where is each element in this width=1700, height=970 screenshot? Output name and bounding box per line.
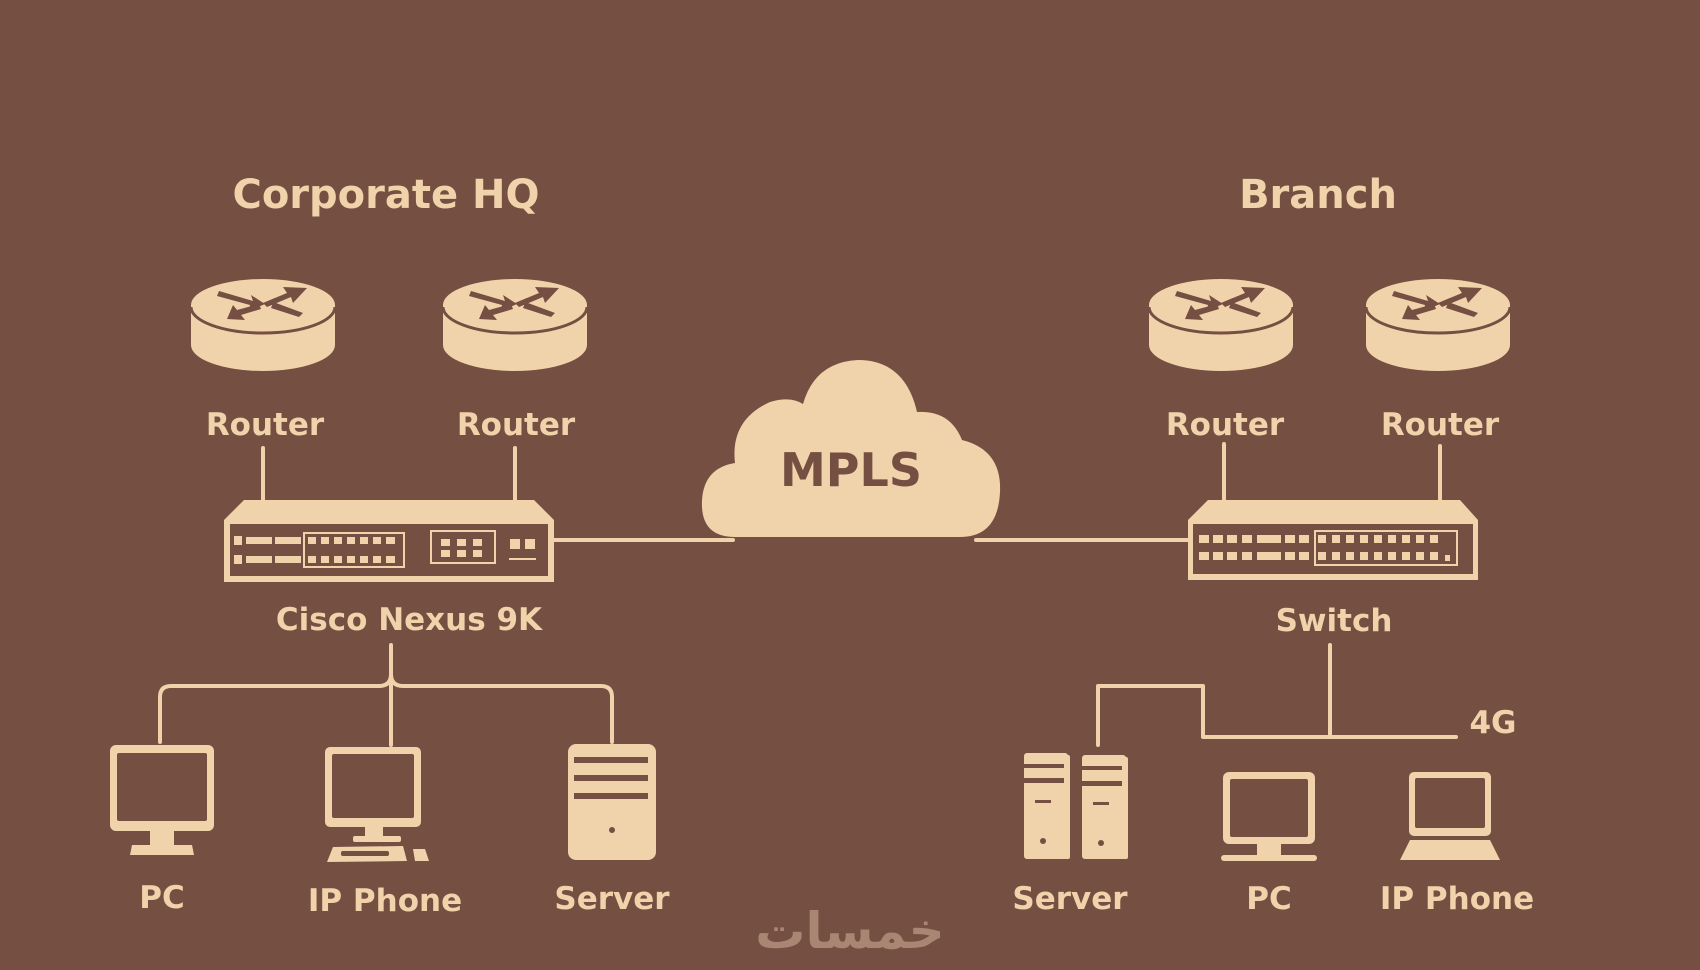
branch-uplink-label: 4G	[1469, 705, 1516, 741]
branch-switch-label: Switch	[1276, 603, 1393, 639]
switch-icon	[224, 500, 554, 582]
mpls-label: MPLS	[780, 443, 922, 497]
hq-router-2-label: Router	[457, 407, 576, 443]
hq-device-ipphone-label: IP Phone	[308, 883, 462, 919]
mpls-cloud[interactable]: MPLS	[701, 360, 1001, 537]
branch-switch[interactable]	[1188, 500, 1478, 580]
branch-device-server[interactable]	[1024, 753, 1128, 859]
branch-title: Branch	[1239, 172, 1397, 218]
router-icon	[441, 277, 589, 373]
watermark-logo: خمسات	[755, 902, 944, 960]
branch-device-bus	[1096, 684, 1458, 747]
router-icon	[1147, 277, 1295, 373]
hq-device-server-label: Server	[554, 881, 670, 917]
server-tower-icon	[568, 744, 656, 860]
hq-switch-label: Cisco Nexus 9K	[276, 602, 543, 638]
hq-device-pc-label: PC	[139, 880, 184, 916]
monitor-icon	[110, 745, 214, 855]
branch-router-1-label: Router	[1166, 407, 1285, 443]
monitor-icon	[1221, 772, 1317, 861]
branch-device-ipphone-label: IP Phone	[1380, 881, 1534, 917]
branch-router-2-label: Router	[1381, 407, 1500, 443]
hq-device-ipphone[interactable]	[325, 747, 429, 862]
hq-switch[interactable]	[224, 500, 554, 582]
laptop-icon	[1400, 772, 1500, 860]
switch-icon	[1188, 500, 1478, 580]
router-icon	[1364, 277, 1512, 373]
branch-device-pc[interactable]	[1221, 772, 1317, 861]
server-pair-icon	[1024, 753, 1128, 859]
hq-router-1[interactable]	[189, 277, 337, 373]
branch-router-2[interactable]	[1364, 277, 1512, 373]
hq-router-2[interactable]	[441, 277, 589, 373]
branch-device-pc-label: PC	[1246, 881, 1291, 917]
branch-device-ipphone[interactable]	[1400, 772, 1500, 860]
hq-title: Corporate HQ	[232, 172, 539, 218]
branch-device-server-label: Server	[1012, 881, 1128, 917]
hq-router-1-label: Router	[206, 407, 325, 443]
desktop-computer-icon	[325, 747, 429, 862]
router-icon	[189, 277, 337, 373]
cloud-icon	[701, 360, 1001, 537]
hq-device-server[interactable]	[568, 744, 656, 860]
hq-device-bus	[158, 672, 614, 744]
branch-router-1[interactable]	[1147, 277, 1295, 373]
hq-device-pc[interactable]	[110, 745, 214, 855]
